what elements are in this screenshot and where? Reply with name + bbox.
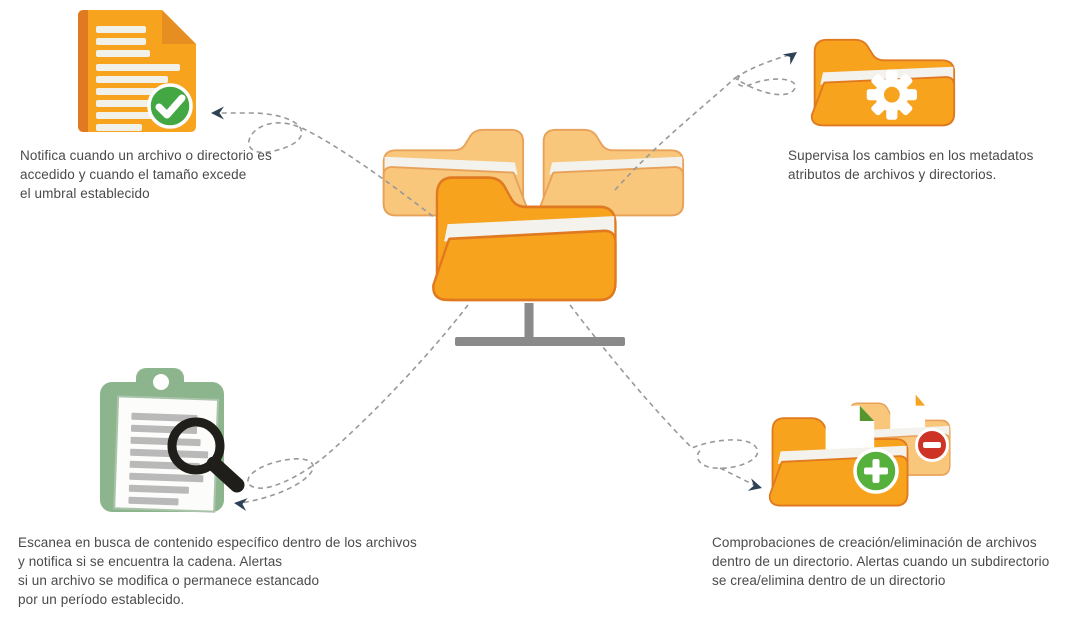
check-circle-icon — [147, 83, 193, 129]
gear-icon — [866, 69, 917, 120]
page-fold — [162, 10, 196, 44]
stand-base — [455, 337, 625, 346]
arrow-bottom-left — [239, 304, 469, 504]
stand-pole — [524, 303, 534, 341]
magnifier-icon — [167, 417, 245, 493]
minus-circle-icon — [915, 428, 949, 462]
clipboard-search-icon — [100, 368, 245, 513]
clip-hole — [153, 374, 169, 390]
feature-text-create-delete-check: Comprobaciones de creación/eliminación d… — [712, 535, 1050, 588]
folder-front-icon — [432, 176, 625, 346]
arrowhead-bottom-left-icon — [234, 498, 248, 512]
arrow-top-right — [614, 54, 796, 191]
document-check-icon — [78, 10, 196, 132]
feature-text-content-scan: Escanea en busca de contenido específico… — [18, 535, 417, 607]
arrowhead-top-left-icon — [211, 106, 224, 120]
feature-text-access-notify: Notifica cuando un archivo o directorio … — [20, 148, 272, 201]
folder-add-remove-icon — [768, 394, 951, 507]
feature-text-metadata-watch: Supervisa los cambios en los metadatos a… — [788, 148, 1034, 182]
folder-gear-icon — [810, 38, 956, 127]
arrowhead-top-right-icon — [782, 52, 797, 65]
plus-circle-icon — [853, 448, 899, 494]
arrowhead-bottom-right-icon — [747, 478, 762, 491]
arrow-top-left — [218, 112, 476, 251]
